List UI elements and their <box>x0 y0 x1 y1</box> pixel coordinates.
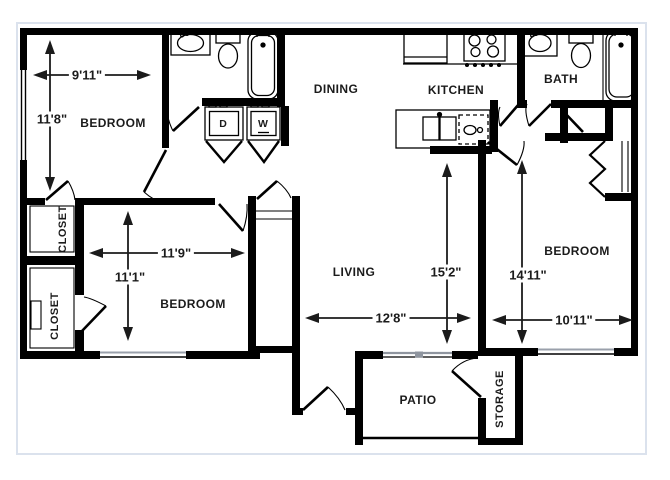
dishwasher-icon <box>458 114 489 145</box>
dining-label: DINING <box>313 82 359 96</box>
fixtures <box>29 30 638 349</box>
washer-icon <box>246 102 281 141</box>
walls <box>20 28 638 445</box>
closet-shelves <box>29 141 629 349</box>
living-width-dimension: 12'8" <box>372 310 410 326</box>
closet-upper-label: CLOSET <box>57 205 69 253</box>
stove-icon <box>463 30 506 68</box>
bedroom1-height-dimension: 11'8" <box>33 111 71 127</box>
bathtub-icon <box>247 31 279 100</box>
washer-label: W <box>258 118 268 130</box>
kitchen-label: KITCHEN <box>427 83 485 97</box>
dryer-icon <box>204 102 244 141</box>
sink-icon <box>523 30 558 57</box>
living-label: LIVING <box>332 265 376 279</box>
bedroom2-height-dimension: 11'1" <box>111 269 149 285</box>
bedroom2-width-dimension: 11'9" <box>157 245 195 261</box>
bath-label: BATH <box>543 72 579 86</box>
sink-icon <box>170 30 211 56</box>
dryer-label: D <box>219 118 227 130</box>
refrigerator-icon <box>403 31 448 64</box>
kitchen-counter <box>395 109 491 149</box>
laundry-door-icon <box>247 140 280 165</box>
toilet-icon <box>568 31 594 69</box>
patio-label: PATIO <box>399 393 437 407</box>
bedroom3-height-dimension: 14'11" <box>506 267 550 283</box>
bathtub-icon <box>605 30 638 102</box>
bedroom1-width-dimension: 9'11" <box>68 67 106 83</box>
bedroom3-width-dimension: 10'11" <box>552 312 596 328</box>
closet-lower-label: CLOSET <box>49 292 61 340</box>
bifold-door-icon <box>588 140 607 198</box>
door-arc-icon <box>67 103 530 411</box>
laundry-door-icon <box>205 140 243 164</box>
storage-label: STORAGE <box>494 370 506 428</box>
kitchen-sink-icon <box>422 111 457 141</box>
toilet-icon <box>215 31 241 69</box>
doors <box>45 103 607 411</box>
bedroom2-label: BEDROOM <box>160 297 226 311</box>
bedroom3-label: BEDROOM <box>544 244 610 258</box>
windows <box>20 70 614 440</box>
living-height-dimension: 15'2" <box>427 264 465 280</box>
bedroom1-label: BEDROOM <box>80 116 146 130</box>
dimension-arrows <box>33 40 633 344</box>
frame-border <box>16 22 647 455</box>
door-leaf-icon <box>45 103 584 411</box>
